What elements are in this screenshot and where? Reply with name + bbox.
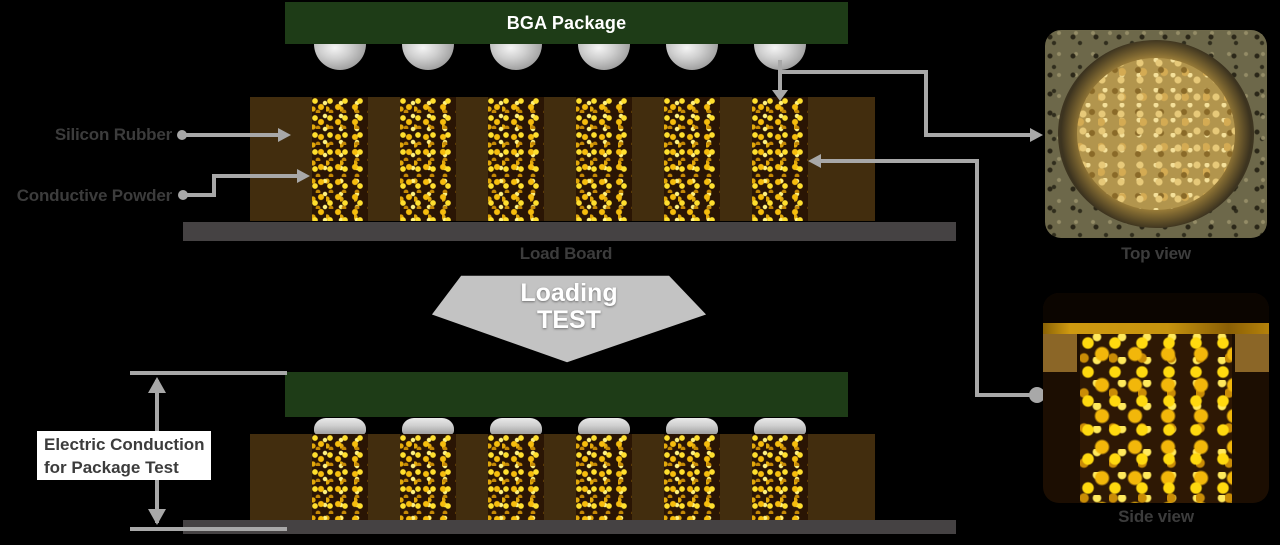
leader-line	[212, 174, 216, 197]
connector-line	[819, 159, 979, 163]
conductive-pillar	[664, 97, 720, 221]
dimension-cap-line	[130, 371, 287, 375]
side-view-shoulder	[1043, 334, 1077, 372]
connector-line	[780, 70, 928, 74]
solder-ball	[578, 44, 630, 70]
conductive-pillar	[488, 97, 544, 221]
solder-ball	[666, 44, 718, 70]
silicon-rubber-sheet-top	[250, 97, 875, 221]
bga-package-label: BGA Package	[506, 12, 627, 33]
leader-line	[185, 193, 216, 197]
loading-test-arrow: Loading TEST	[431, 275, 707, 363]
conductive-pillar	[400, 97, 456, 221]
bga-package-block-top: BGA Package	[285, 2, 848, 44]
side-view-label: Side view	[1118, 507, 1194, 526]
electric-conduction-label-box: Electric Conduction for Package Test	[37, 431, 211, 480]
side-view-shoulder	[1235, 334, 1269, 372]
connector-dot-icon	[1029, 387, 1045, 403]
conductive-pillar	[664, 434, 720, 520]
leader-line	[212, 174, 299, 178]
compressed-solder-ball	[754, 418, 806, 435]
electric-conduction-label-line2: for Package Test	[44, 457, 179, 477]
right-arrowhead-icon	[1030, 128, 1043, 142]
side-view-gold-stripe	[1043, 323, 1269, 334]
top-view-photo	[1045, 30, 1267, 238]
conductive-pillar	[576, 434, 632, 520]
leader-line	[184, 133, 279, 137]
loading-arrow-label-line2: TEST	[537, 306, 601, 334]
down-arrowhead-icon	[772, 90, 788, 101]
conductive-pillar	[488, 434, 544, 520]
electric-conduction-label-line1: Electric Conduction	[44, 434, 205, 454]
top-view-label: Top view	[1121, 244, 1191, 263]
conductive-pillar	[400, 434, 456, 520]
side-view-top-band	[1043, 293, 1269, 323]
compressed-solder-ball	[490, 418, 542, 435]
connector-line	[975, 393, 1033, 397]
compressed-solder-ball	[402, 418, 454, 435]
down-arrowhead-icon	[148, 509, 166, 525]
right-arrowhead-icon	[297, 169, 310, 183]
connector-line	[924, 133, 1034, 137]
side-view-photo	[1043, 293, 1269, 503]
top-view-gold-particles	[1077, 58, 1235, 210]
connector-line	[924, 70, 928, 137]
solder-ball	[490, 44, 542, 70]
load-board-label: Load Board	[519, 244, 613, 263]
left-arrowhead-icon	[808, 154, 821, 168]
compressed-solder-ball	[666, 418, 718, 435]
compressed-solder-ball	[314, 418, 366, 435]
dimension-cap-line	[130, 527, 287, 531]
side-view-gold-particles	[1080, 334, 1232, 503]
leader-dot-icon	[177, 130, 187, 140]
compressed-solder-ball	[578, 418, 630, 435]
load-board-top	[183, 222, 956, 241]
connector-line	[975, 159, 979, 397]
conductive-pillar	[312, 97, 368, 221]
conductive-pillar	[752, 434, 808, 520]
silicon-rubber-sheet-bottom	[250, 434, 875, 520]
silicon-rubber-label: Silicon Rubber	[54, 125, 172, 144]
right-arrowhead-icon	[278, 128, 291, 142]
conductive-pillar	[312, 434, 368, 520]
bga-package-block-bottom	[285, 372, 848, 417]
connector-line	[778, 60, 782, 92]
conductive-pillar	[752, 97, 808, 221]
conductive-pillar	[576, 97, 632, 221]
leader-dot-icon	[178, 190, 188, 200]
solder-ball	[402, 44, 454, 70]
solder-ball	[314, 44, 366, 70]
load-board-bottom	[183, 520, 956, 534]
conductive-powder-label: Conductive Powder	[16, 186, 172, 205]
up-arrowhead-icon	[148, 377, 166, 393]
loading-arrow-label-line1: Loading	[520, 279, 618, 307]
